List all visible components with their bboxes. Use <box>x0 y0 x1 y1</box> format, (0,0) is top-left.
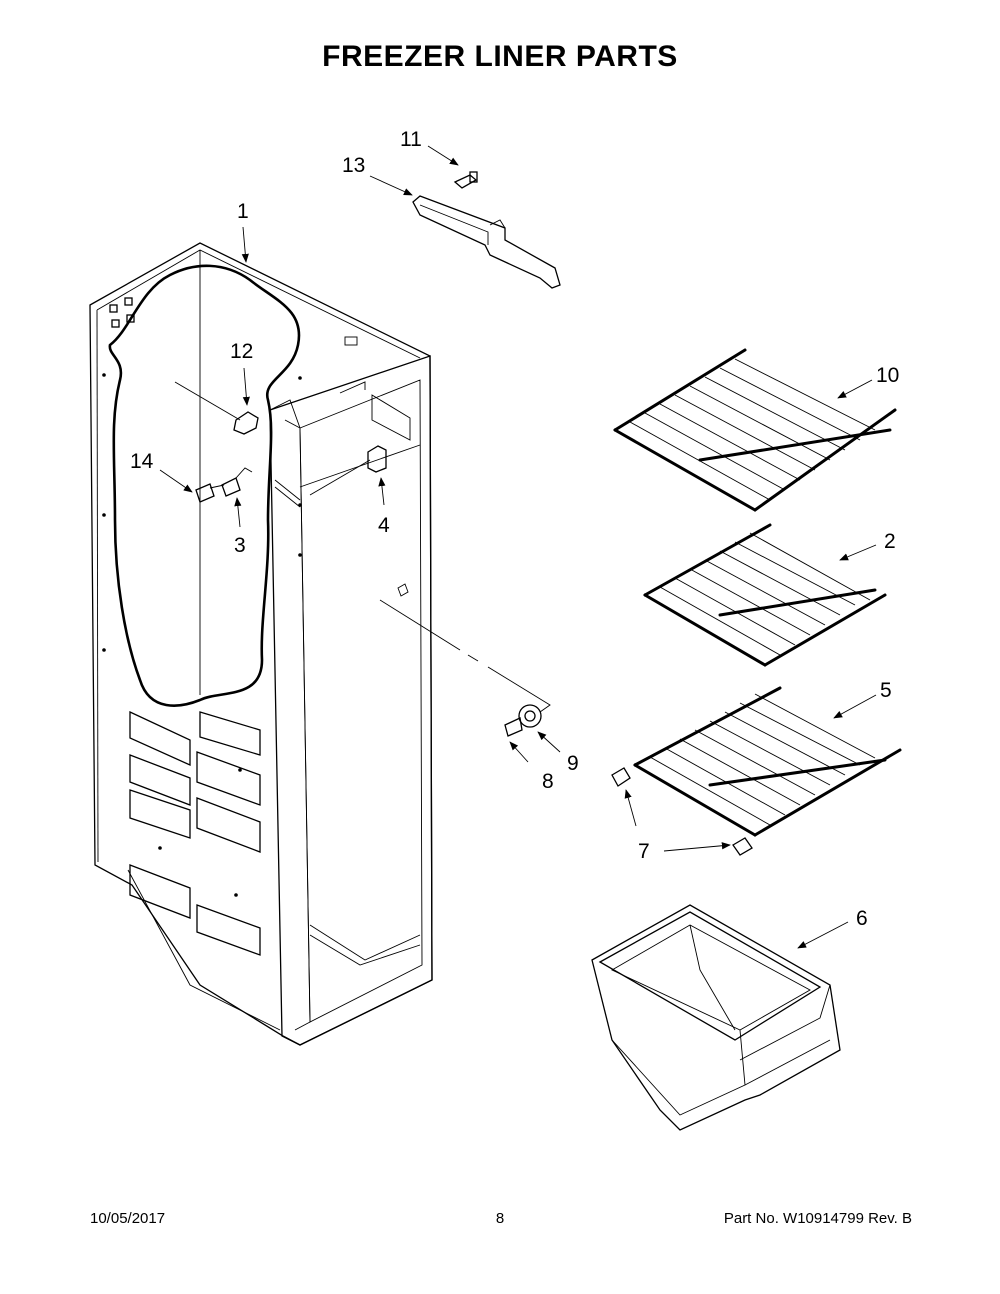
callout-6: 6 <box>856 907 868 930</box>
callout-3: 3 <box>234 534 246 557</box>
ground-screw <box>379 583 551 737</box>
wire-shelf-10 <box>613 348 897 512</box>
footer-date: 10/05/2017 <box>90 1210 166 1227</box>
clip-4 <box>309 445 387 496</box>
footer-part-number: Part No. W10914799 Rev. B <box>723 1210 912 1227</box>
callout-11: 11 <box>400 128 422 151</box>
callout-2: 2 <box>884 530 896 553</box>
callout-5: 5 <box>880 679 892 702</box>
shelf-stop-12 <box>174 381 259 435</box>
screw-14 <box>195 483 225 503</box>
callout-9: 9 <box>567 752 579 775</box>
callout-leaders <box>159 145 877 949</box>
wire-shelf-2 <box>643 523 887 667</box>
callout-7: 7 <box>638 840 650 863</box>
footer-page-number: 8 <box>495 1210 505 1227</box>
callout-13: 13 <box>342 154 365 177</box>
screw-11 <box>453 171 478 189</box>
freezer-bin <box>591 904 841 1131</box>
bracket-3 <box>221 467 253 497</box>
freezer-liner <box>89 242 433 1046</box>
wire-shelf-5 <box>633 686 902 837</box>
callout-12: 12 <box>230 340 253 363</box>
callout-14: 14 <box>130 450 154 473</box>
callout-4: 4 <box>378 514 390 537</box>
shelf-end-cap <box>611 767 753 856</box>
shelf-bracket <box>412 195 561 289</box>
callout-8: 8 <box>542 770 554 793</box>
callout-10: 10 <box>876 364 899 387</box>
page-title: FREEZER LINER PARTS <box>322 40 678 73</box>
callout-1: 1 <box>237 200 249 223</box>
